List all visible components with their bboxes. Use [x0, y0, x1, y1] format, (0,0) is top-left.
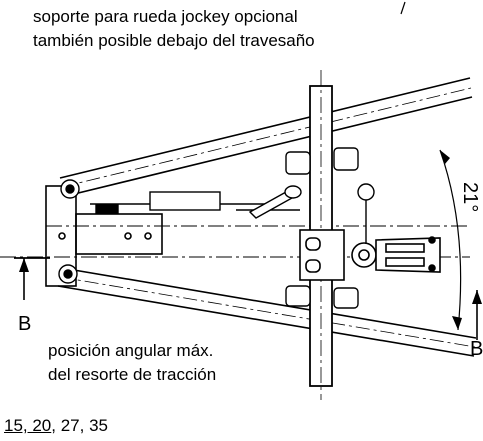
callout-jockey-wheel-line1: soporte para rueda jockey opcional [33, 7, 298, 26]
callout-jockey-wheel-line2: también posible debajo del travesaño [33, 31, 315, 50]
leader-line [400, 1, 406, 15]
angle-arrowhead-bottom-icon [452, 316, 462, 330]
page-ref-underlined[interactable]: 15, 20 [4, 416, 52, 435]
damper-unit [90, 191, 300, 214]
section-label-right: B [470, 338, 483, 360]
page-ref-rest: , 27, 35 [51, 416, 108, 435]
angle-label: 21° [459, 182, 481, 212]
page-references: 15, 20, 27, 35 [4, 415, 108, 436]
upper-arm [59, 77, 473, 197]
clamp-lower-left-icon [285, 285, 311, 307]
angle-dimension [439, 149, 462, 331]
clamp-upper-left-icon [285, 151, 311, 175]
eye-bolt-top-icon [60, 179, 80, 199]
spring-hanger [357, 183, 375, 244]
angle-arrowhead-top-icon [440, 150, 450, 164]
section-label-left: B [18, 313, 31, 335]
spring-housing [375, 236, 441, 273]
eye-bolt-bottom-icon [58, 264, 78, 284]
section-arrow-right-icon [472, 290, 482, 340]
clamp-lower-right-icon [333, 287, 359, 309]
section-arrow-left-icon [19, 258, 29, 300]
callout-spring-angle-line2: del resorte de tracción [48, 365, 217, 384]
handbrake-lever [248, 185, 302, 219]
lower-arm [57, 267, 477, 357]
clamp-upper-right-icon [333, 147, 359, 171]
callout-spring-angle-line1: posición angular máx. [48, 341, 214, 360]
jockey-wheel-bracket [299, 229, 377, 281]
